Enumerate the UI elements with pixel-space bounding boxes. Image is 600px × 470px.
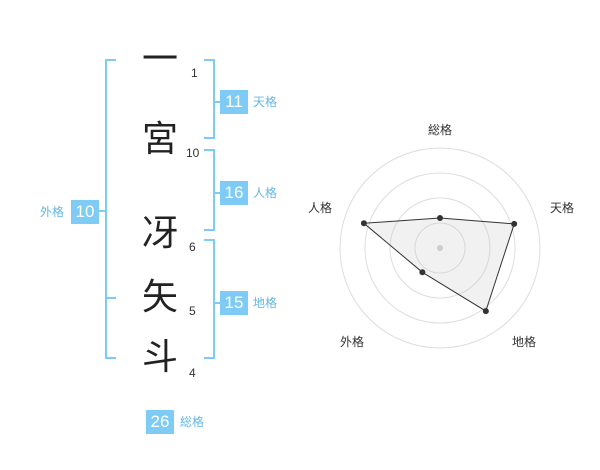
jin-value-badge: 16	[220, 181, 248, 205]
jin-bracket	[204, 149, 215, 231]
radar-points	[360, 215, 518, 315]
sou-value-badge: 26	[146, 410, 174, 434]
radar-axis-label-jin: 人格	[308, 200, 332, 215]
ten-value-badge: 11	[220, 90, 248, 114]
radar-point-2	[511, 220, 518, 227]
radar-point-5	[360, 220, 367, 227]
stroke-count-3: 6	[189, 240, 196, 254]
radar-axis-label-sou: 総格	[428, 122, 452, 137]
radar-axis-label-ten: 天格	[550, 200, 574, 215]
stroke-count-1: 1	[191, 66, 198, 80]
radar-point-3	[482, 308, 489, 315]
name-char-1: 一	[141, 39, 178, 80]
stroke-count-2: 10	[186, 146, 200, 160]
chi-label: 地格	[253, 296, 278, 310]
radar-ring	[339, 147, 541, 349]
radar-ring	[414, 222, 466, 274]
radar-ring	[389, 197, 491, 299]
jin-label: 人格	[253, 186, 278, 200]
ten-label: 天格	[253, 95, 278, 109]
gai-value-badge: 10	[71, 200, 99, 224]
gai-bracket	[105, 59, 116, 359]
radar-ring	[364, 172, 516, 324]
sou-label: 総格	[180, 415, 205, 429]
stroke-count-4: 5	[189, 304, 196, 318]
name-char-5: 斗	[141, 337, 178, 378]
radar-axis-label-chi: 地格	[512, 334, 536, 349]
name-char-3: 冴	[141, 213, 178, 254]
chi-bracket	[204, 239, 215, 359]
ten-bracket	[204, 59, 215, 139]
radar-axis-label-gai: 外格	[340, 334, 364, 349]
chi-value-badge: 15	[220, 291, 248, 315]
name-char-2: 宮	[141, 119, 178, 160]
radar-point-1	[437, 215, 443, 221]
radar-rings	[339, 147, 541, 349]
name-char-4: 矢	[141, 277, 178, 318]
radar-center-dot	[437, 245, 443, 251]
gai-label: 外格	[40, 205, 65, 219]
radar-series-polygon	[362, 217, 515, 312]
radar-point-4	[419, 269, 426, 276]
stroke-count-5: 4	[189, 366, 196, 380]
